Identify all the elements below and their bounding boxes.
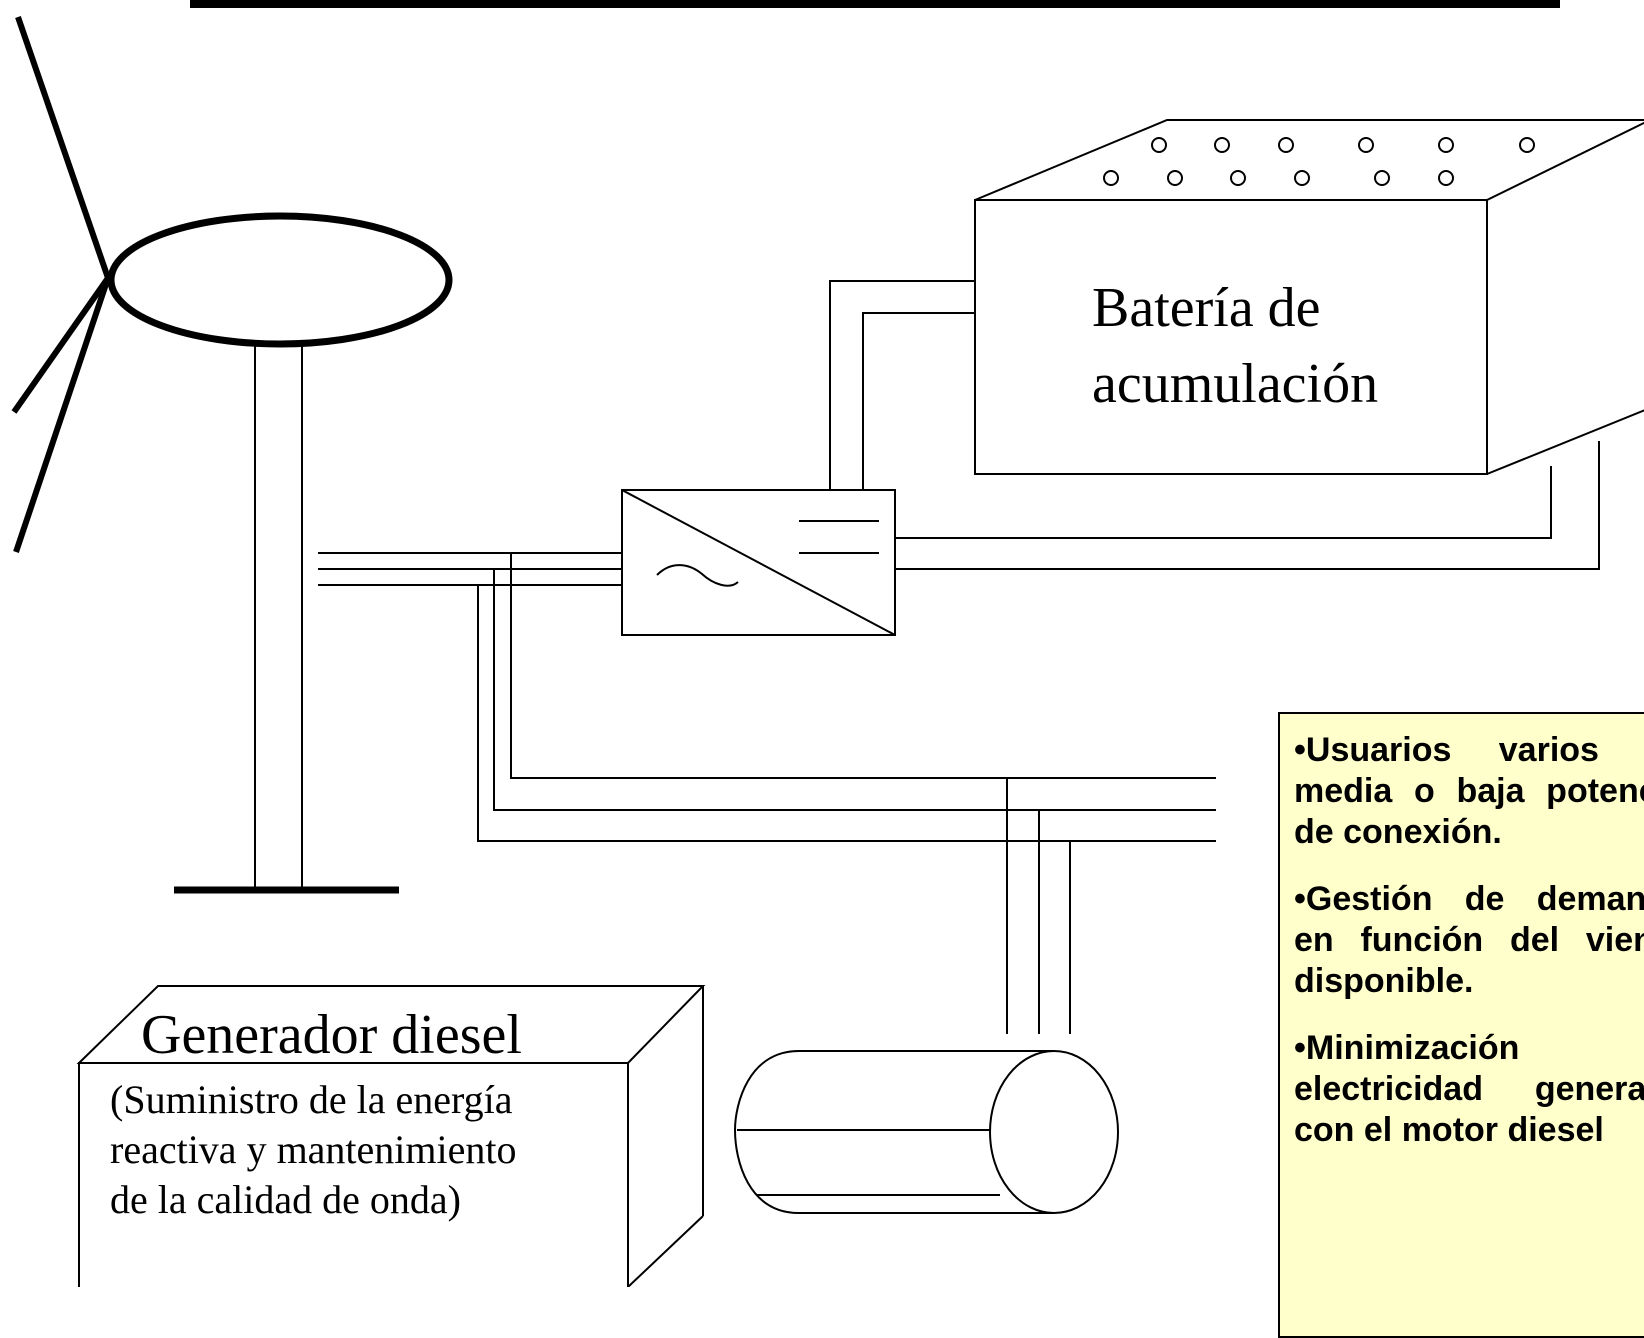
note-item: •Usuarios varios de media o baja potenci… xyxy=(1294,731,1644,851)
diesel-description-line2: reactiva y mantenimiento xyxy=(110,1127,517,1172)
machine-body xyxy=(733,1050,1054,1214)
wind-turbine xyxy=(11,16,453,894)
generator-machine xyxy=(733,1050,1119,1214)
load-bus-lines xyxy=(477,553,1216,842)
turbine-blade-lower xyxy=(13,277,111,553)
generator-drop-lines xyxy=(1006,778,1071,1034)
diesel-description-line3: de la calidad de onda) xyxy=(110,1177,461,1222)
battery-side-edge xyxy=(1486,409,1644,475)
note-item: •Minimización de electricidad generada c… xyxy=(1294,1029,1644,1149)
battery-bank xyxy=(974,119,1644,475)
diesel-description-line1: (Suministro de la energía xyxy=(110,1077,513,1122)
battery-dc-lines xyxy=(829,280,1600,570)
turbine-blade-upper xyxy=(15,16,111,279)
ac-dc-converter xyxy=(621,489,896,636)
diesel-generator-box xyxy=(76,985,706,1287)
turbine-nacelle xyxy=(107,212,453,348)
battery-label-line2: acumulación xyxy=(1092,353,1379,415)
battery-label-line1: Batería de xyxy=(1092,277,1321,339)
wind-diesel-system-diagram xyxy=(11,0,1644,1287)
diesel-generator-title: Generador diesel xyxy=(141,1004,522,1066)
battery-front-face xyxy=(974,199,1488,475)
converter-diagonal xyxy=(621,489,896,636)
diesel-front-face xyxy=(78,1062,629,1287)
note-item: •Gestión de demanda en función del vient… xyxy=(1294,880,1644,1000)
ac-symbol xyxy=(656,564,739,587)
turbine-feeder-lines xyxy=(318,552,622,586)
turbine-blade-left xyxy=(11,276,111,414)
battery-label: Batería de acumulación xyxy=(1092,270,1378,422)
converter-box xyxy=(621,489,896,636)
diesel-generator-description: (Suministro de la energía reactiva y man… xyxy=(110,1075,517,1225)
notes-box: •Usuarios varios de media o baja potenci… xyxy=(1278,712,1644,1338)
battery-top-face xyxy=(974,119,1644,201)
machine-end-face xyxy=(989,1050,1119,1214)
battery-cell-terminals xyxy=(1103,137,1535,186)
diesel-side-bottom xyxy=(627,1215,704,1287)
